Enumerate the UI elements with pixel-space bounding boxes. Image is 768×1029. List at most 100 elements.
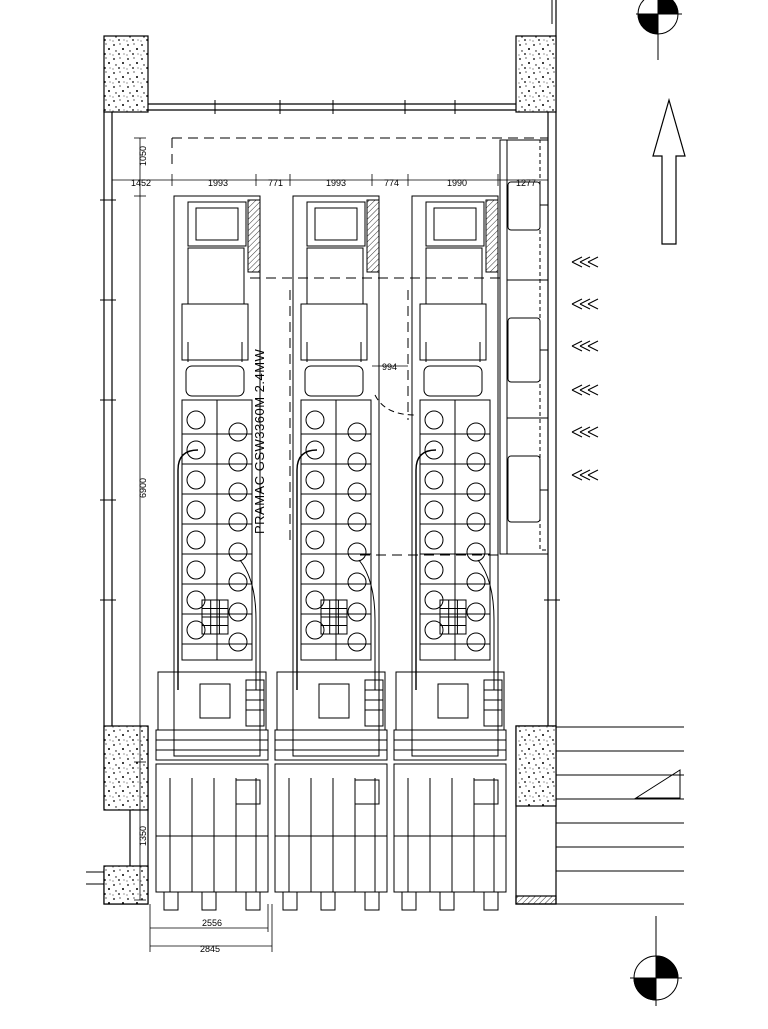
column-bottom-right-lower [515, 895, 557, 905]
dimension-texts: 1050 1452 1993 771 1993 774 1990 1277 69… [131, 146, 536, 954]
support-foot [320, 891, 336, 911]
exhaust-pipe [177, 449, 199, 690]
airflow-arrow-icon [571, 426, 599, 438]
radiator-duct [366, 199, 380, 273]
cylinder [228, 452, 248, 472]
cylinder [186, 530, 206, 550]
column-bottom-left [103, 725, 149, 811]
airflow-arrow-icon [571, 469, 599, 481]
radiator [425, 201, 485, 247]
base-fuel-tank [274, 763, 388, 893]
generator-sets [155, 195, 507, 911]
column-top-left [103, 35, 149, 113]
cylinder [228, 602, 248, 622]
cylinder [305, 470, 325, 490]
cylinder [305, 620, 325, 640]
dim-unit-width-1: 1993 [208, 178, 228, 188]
cylinder [347, 422, 367, 442]
generator-set [393, 195, 507, 911]
cylinder [466, 422, 486, 442]
louvre-unit-3 [507, 455, 541, 523]
airflow-arrow-icon [571, 256, 599, 268]
cylinder [466, 512, 486, 532]
dim-gap-left: 1452 [131, 178, 151, 188]
dimension-lines [111, 137, 549, 952]
alternator [425, 247, 483, 305]
cylinder [186, 410, 206, 430]
radiator [187, 201, 247, 247]
support-foot [245, 891, 261, 911]
cylinder [424, 500, 444, 520]
airflow-arrow-icon [571, 340, 599, 352]
cylinder [305, 530, 325, 550]
radiator-duct [247, 199, 261, 273]
radiator-duct [485, 199, 499, 273]
section-marker-icon [630, 916, 682, 1006]
cylinder [305, 500, 325, 520]
section-marker-icon [636, 0, 682, 60]
genset-enclosure [173, 195, 261, 757]
exhaust-pipe [296, 449, 318, 690]
dim-gap-2: 774 [384, 178, 399, 188]
dim-unit-width-3: 1990 [447, 178, 467, 188]
dim-bottom-offset: 1350 [138, 826, 148, 846]
cylinder [305, 560, 325, 580]
base-fuel-tank [393, 763, 507, 893]
cylinder [186, 440, 206, 460]
building-walls [86, 0, 560, 905]
cylinder [466, 602, 486, 622]
cylinder [186, 500, 206, 520]
concrete-columns [103, 35, 557, 905]
generator-set [274, 195, 388, 911]
cylinder [228, 482, 248, 502]
cylinder [186, 620, 206, 640]
cylinder [305, 440, 325, 460]
north-arrow-icon [652, 97, 686, 245]
dim-module-width: 2556 [202, 918, 222, 928]
exhaust-pipe [415, 449, 437, 690]
airflow-arrow-icon [571, 298, 599, 310]
cylinder [424, 440, 444, 460]
alternator [306, 247, 364, 305]
cylinder [347, 632, 367, 652]
louvre-unit-1 [507, 181, 541, 231]
dim-service-gap: 994 [382, 362, 397, 372]
cylinder [186, 470, 206, 490]
cylinder [347, 572, 367, 592]
cylinder [228, 512, 248, 532]
cylinder [466, 572, 486, 592]
louvre-panel [499, 139, 549, 555]
cylinder [466, 632, 486, 652]
dim-unit-width-2: 1993 [326, 178, 346, 188]
column-top-right [515, 35, 557, 113]
dim-gap-right: 1277 [516, 178, 536, 188]
support-foot [364, 891, 380, 911]
alternator [187, 247, 245, 305]
support-foot [439, 891, 455, 911]
exterior-lines [556, 726, 684, 905]
cylinder [424, 410, 444, 430]
cylinder [186, 560, 206, 580]
cylinder [228, 632, 248, 652]
dim-gap-1: 771 [268, 178, 283, 188]
column-bottom-left-lower [103, 865, 149, 905]
generator-set [155, 195, 269, 911]
column-bottom-right [515, 725, 557, 807]
base-fuel-tank [155, 763, 269, 893]
cylinder [424, 620, 444, 640]
genset-enclosure [411, 195, 499, 757]
dim-room-length: 6900 [138, 478, 148, 498]
cylinder [466, 542, 486, 562]
genset-enclosure [292, 195, 380, 757]
radiator [306, 201, 366, 247]
skid [274, 729, 388, 761]
support-foot [201, 891, 217, 911]
support-foot [401, 891, 417, 911]
cylinder [424, 560, 444, 580]
cylinder [228, 572, 248, 592]
cylinder [347, 482, 367, 502]
cylinder [347, 542, 367, 562]
cylinder [466, 452, 486, 472]
